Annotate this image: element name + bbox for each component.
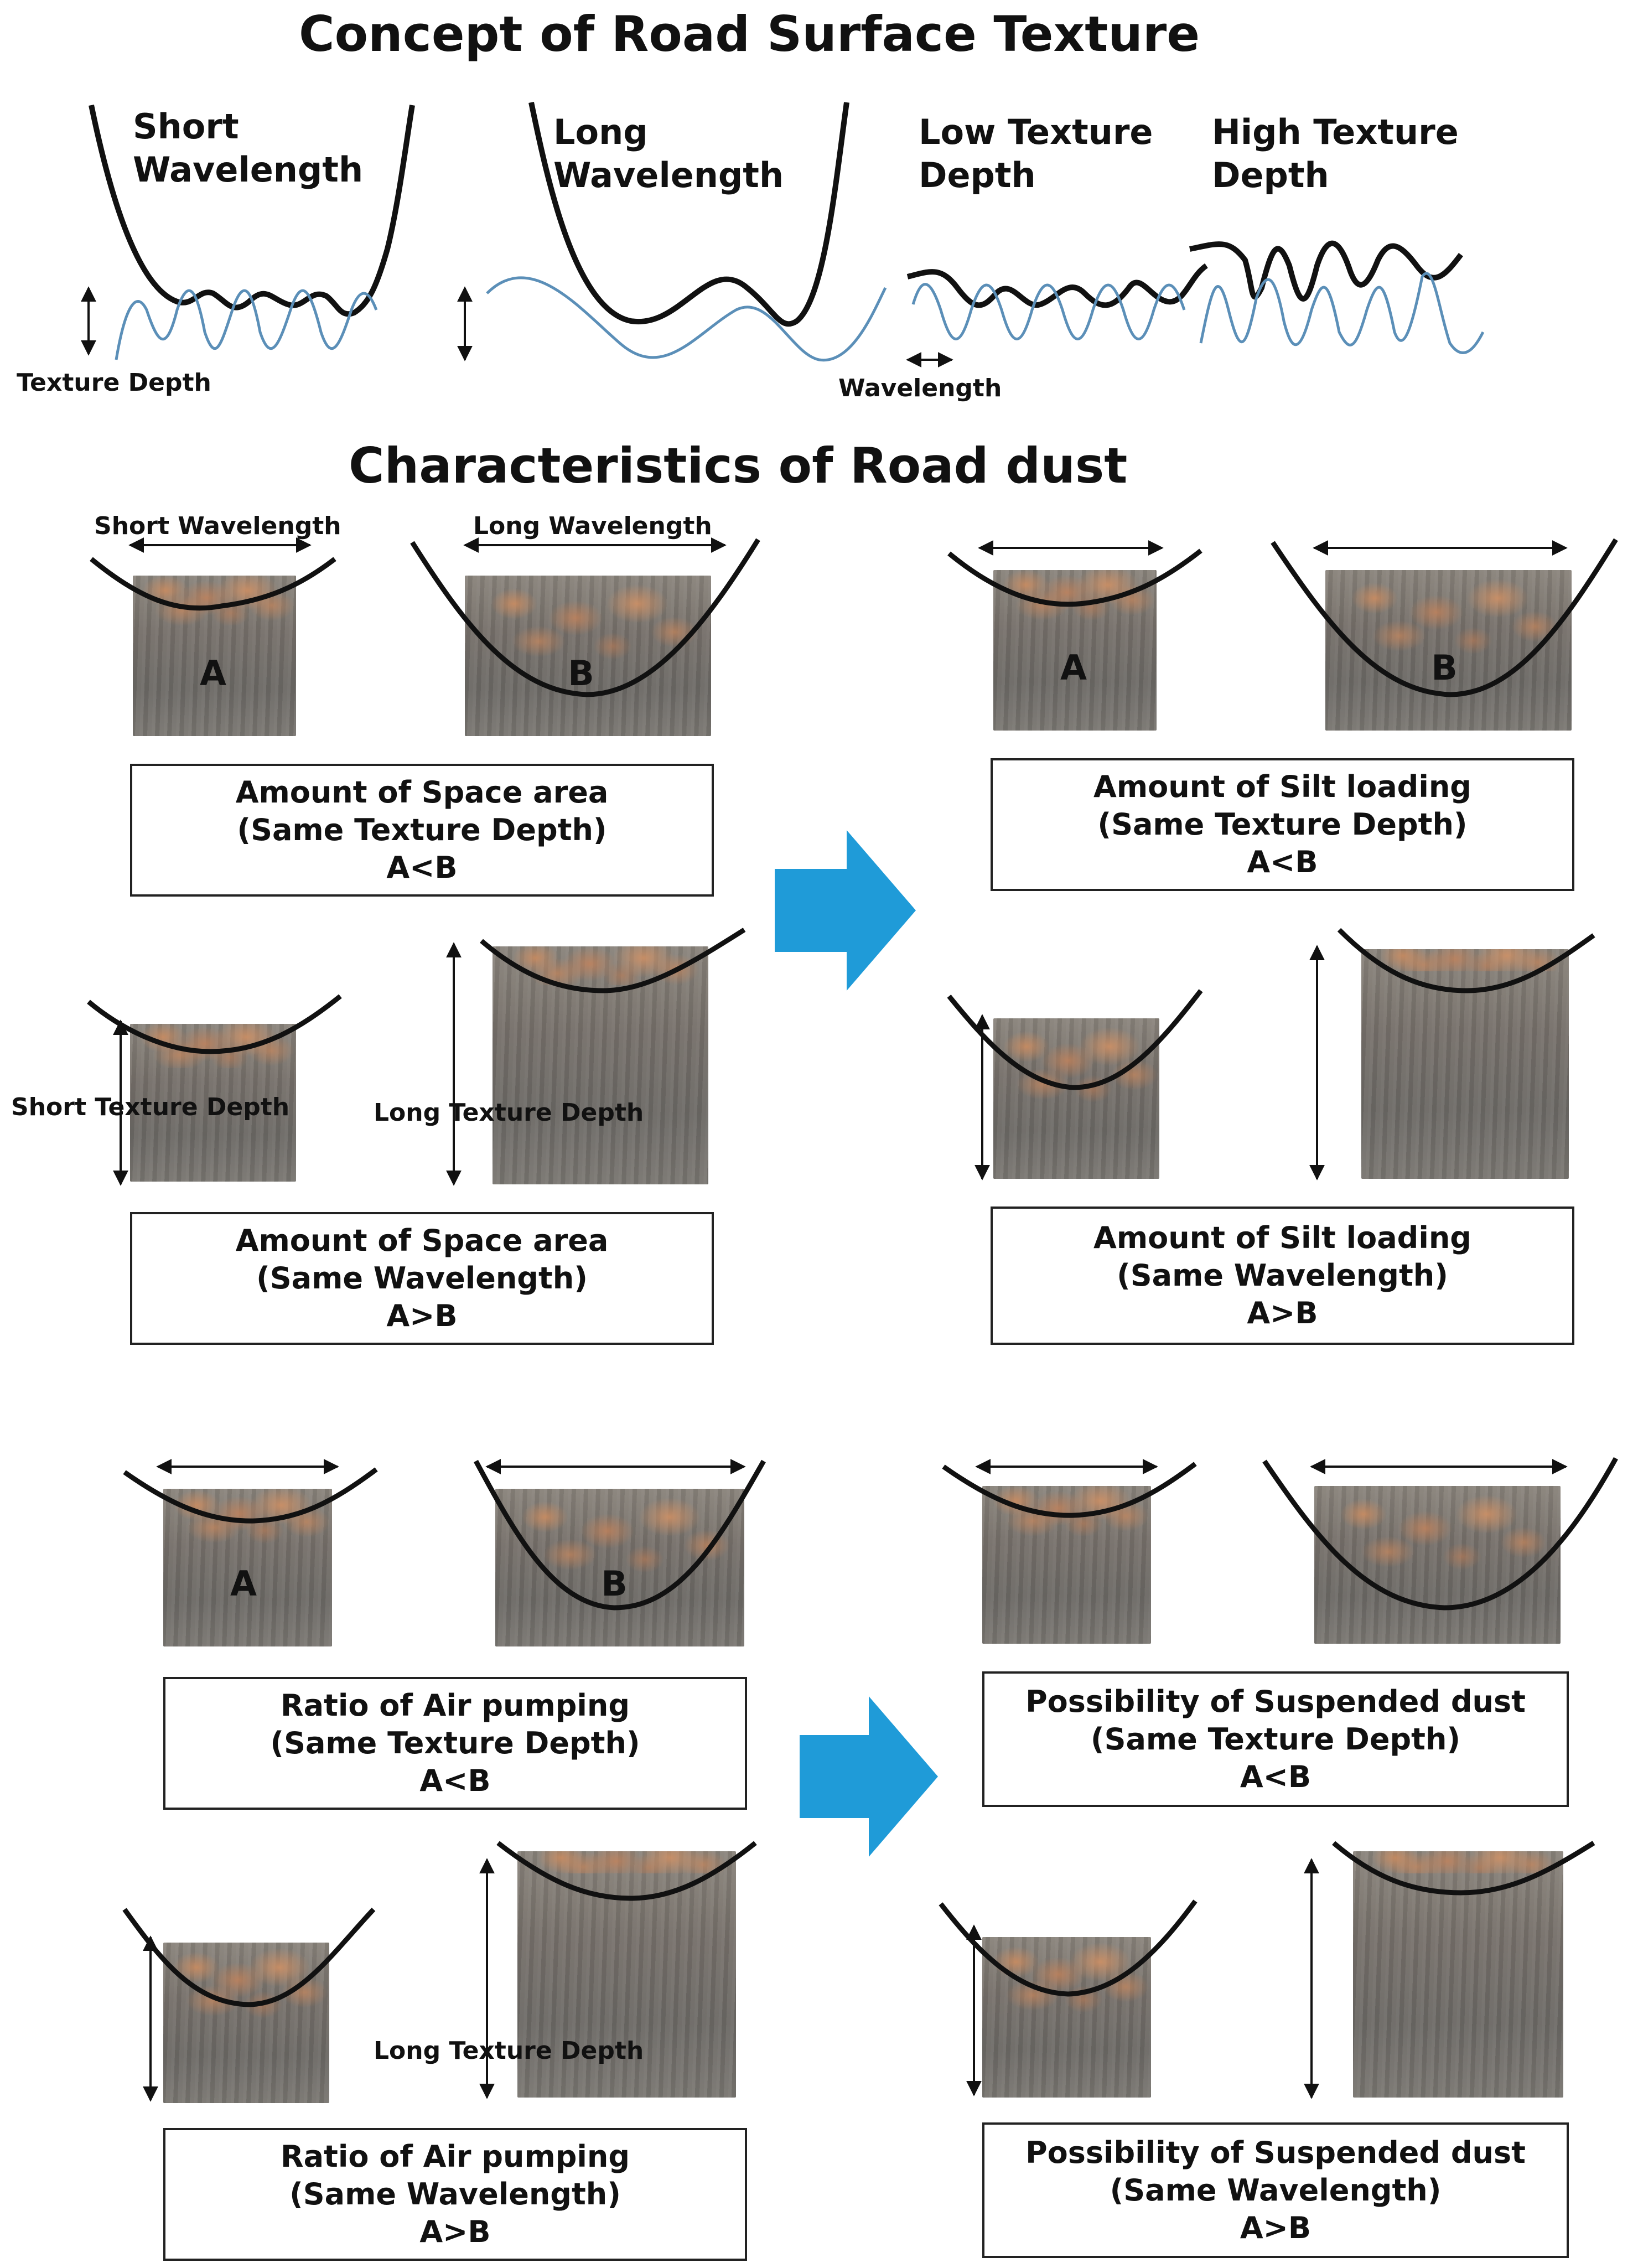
long-wavelength-label: Long Wavelength (473, 512, 712, 540)
right-arrow (800, 1696, 938, 1857)
high-texture-profile-curve (1189, 240, 1463, 302)
texture-photo-b (517, 1851, 736, 2098)
texture-photo-a (982, 1486, 1151, 1644)
curve-a (122, 1907, 376, 2007)
curve-b (1271, 538, 1618, 697)
label-b: B (568, 653, 594, 693)
texture-photo-a (982, 1937, 1151, 2098)
curve-a (87, 994, 342, 1054)
box-suspended-dust-wavelength: Possibility of Suspended dust(Same Wavel… (982, 2122, 1569, 2258)
curve-a (947, 989, 1203, 1090)
curve-a (90, 557, 336, 611)
texture-photo-a (993, 1018, 1159, 1179)
right-arrow (775, 830, 916, 991)
label-b: B (601, 1563, 628, 1604)
box-suspended-dust-texture-depth: Possibility of Suspended dust(Same Textu… (982, 1671, 1569, 1807)
texture-photo-b (495, 1489, 744, 1646)
label-a: A (230, 1563, 257, 1604)
curve-a (947, 548, 1202, 607)
long-texture-depth-label: Long Texture Depth (374, 2037, 644, 2065)
curve-b (474, 1459, 766, 1611)
texture-photo-b (493, 946, 708, 1184)
label-a: A (1060, 648, 1087, 688)
characteristics-title: Characteristics of Road dust (349, 437, 1128, 494)
texture-photo-b (1314, 1486, 1561, 1644)
curve-b (1337, 928, 1595, 993)
texture-photo-b (1361, 949, 1569, 1179)
curve-a (942, 1462, 1197, 1518)
curve-b (480, 928, 746, 993)
texture-photo-b (1353, 1851, 1563, 2098)
low-texture-blue-wave (911, 283, 1186, 340)
curve-b (410, 538, 760, 697)
concept-texture-depth-label: Texture Depth (17, 369, 211, 397)
texture-photo-a (163, 1489, 332, 1646)
curve-b (1262, 1457, 1618, 1611)
box-silt-loading-wavelength: Amount of Silt loading(Same Wavelength)A… (991, 1207, 1574, 1345)
box-silt-loading-texture-depth: Amount of Silt loading(Same Texture Dept… (991, 758, 1574, 891)
high-texture-blue-wave (1199, 272, 1485, 354)
short-wavelength-profile-curve (89, 104, 415, 317)
curve-a (123, 1467, 378, 1524)
low-texture-profile-curve (906, 263, 1209, 308)
long-wavelength-blue-wave (486, 276, 887, 362)
short-wavelength-label: Short Wavelength (94, 512, 341, 540)
box-space-area-texture-depth: Amount of Space area(Same Texture Depth)… (130, 764, 714, 897)
box-air-pumping-texture-depth: Ratio of Air pumping(Same Texture Depth)… (163, 1677, 747, 1810)
box-air-pumping-wavelength: Ratio of Air pumping(Same Wavelength)A>B (163, 2128, 747, 2261)
concept-wavelength-label: Wavelength (838, 374, 1002, 402)
texture-photo-a (133, 576, 296, 736)
label-a: A (200, 653, 226, 693)
curve-b (1332, 1841, 1595, 1896)
long-wavelength-profile-curve (528, 101, 849, 327)
texture-photo-b (1325, 570, 1572, 731)
concept-title: Concept of Road Surface Texture (299, 6, 1200, 63)
curve-b (496, 1841, 757, 1901)
label-b: B (1431, 648, 1458, 688)
curve-a (939, 1899, 1198, 1997)
box-space-area-wavelength: Amount of Space area(Same Wavelength)A>B (130, 1212, 714, 1345)
long-texture-depth-label: Long Texture Depth (374, 1099, 644, 1127)
short-texture-depth-label: Short Texture Depth (11, 1093, 290, 1121)
short-wavelength-blue-wave (115, 289, 378, 360)
